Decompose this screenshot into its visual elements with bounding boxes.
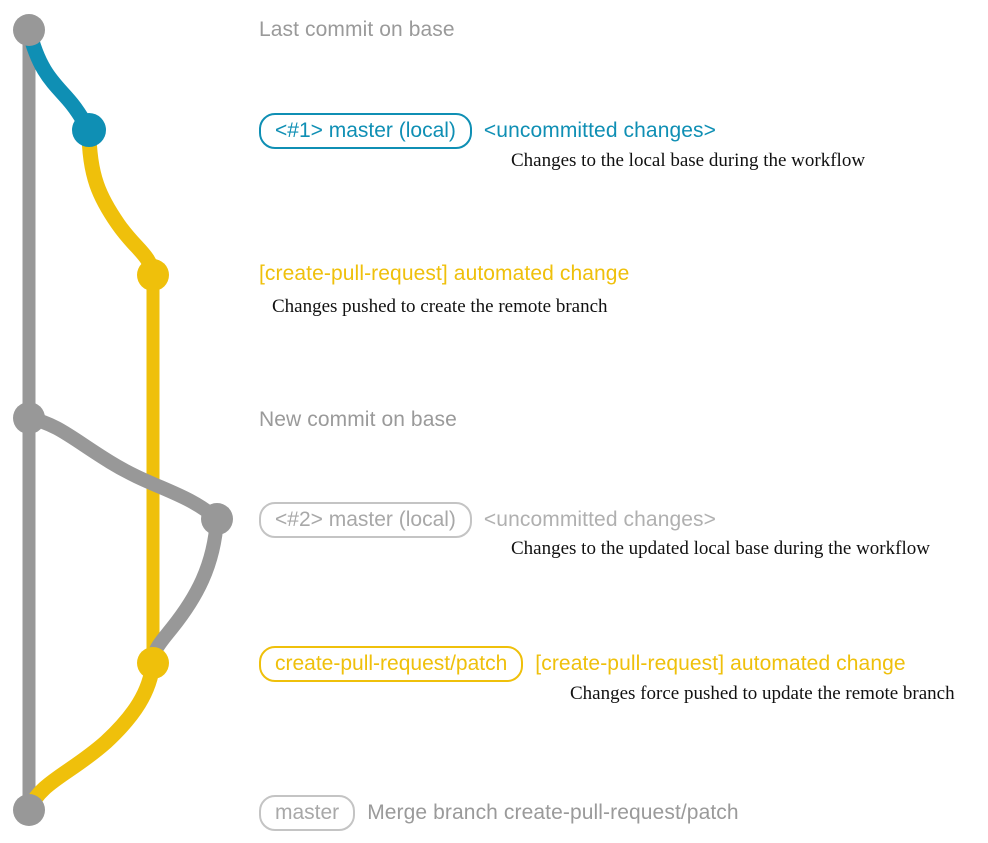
local-branch-line-1 <box>21 22 97 138</box>
local-to-remote-line-2 <box>146 512 224 670</box>
branch-pill-master[interactable]: master <box>259 795 356 831</box>
commit-node-local-1[interactable] <box>72 113 106 147</box>
row-base-commit-2: New commit on base <box>259 408 457 432</box>
git-graph <box>13 14 233 826</box>
row-remote-commit-2: create-pull-request/patch [create-pull-r… <box>259 646 906 682</box>
base-commit-2-heading: New commit on base <box>259 408 457 431</box>
commit-node-remote-2[interactable] <box>137 647 169 679</box>
commit-node-remote-1[interactable] <box>137 259 169 291</box>
commit-subject-merge: Merge branch create-pull-request/patch <box>367 801 739 824</box>
commit-note-remote-2: Changes force pushed to update the remot… <box>570 683 955 704</box>
local-branch-line-2 <box>22 411 224 526</box>
row-remote-commit-1: [create-pull-request] automated change <box>259 262 629 286</box>
row-local-commit-2: <#2> master (local) <uncommitted changes… <box>259 502 716 538</box>
base-commit-1-heading: Last commit on base <box>259 18 455 41</box>
commit-node-merge[interactable] <box>13 794 45 826</box>
remote-branch-line-1 <box>81 122 161 283</box>
commit-node-local-2[interactable] <box>201 503 233 535</box>
row-merge-commit: master Merge branch create-pull-request/… <box>259 795 739 831</box>
branch-pill-remote-2[interactable]: create-pull-request/patch <box>259 646 524 682</box>
commit-node-base-1[interactable] <box>13 14 45 46</box>
commit-note-local-2: Changes to the updated local base during… <box>511 538 930 559</box>
commit-subject-local-1: <uncommitted changes> <box>483 119 716 142</box>
branch-pill-local-1[interactable]: <#1> master (local) <box>259 113 472 149</box>
branch-pill-local-2[interactable]: <#2> master (local) <box>259 502 472 538</box>
commit-node-base-2[interactable] <box>13 402 45 434</box>
merge-line <box>21 655 161 818</box>
row-base-commit-1: Last commit on base <box>259 18 455 42</box>
commit-subject-local-2: <uncommitted changes> <box>483 508 716 531</box>
commit-subject-remote-2: [create-pull-request] automated change <box>535 652 906 675</box>
row-local-commit-1: <#1> master (local) <uncommitted changes… <box>259 113 716 149</box>
commit-note-local-1: Changes to the local base during the wor… <box>511 150 866 171</box>
commit-note-remote-1: Changes pushed to create the remote bran… <box>272 296 608 317</box>
commit-subject-remote-1: [create-pull-request] automated change <box>259 262 630 285</box>
